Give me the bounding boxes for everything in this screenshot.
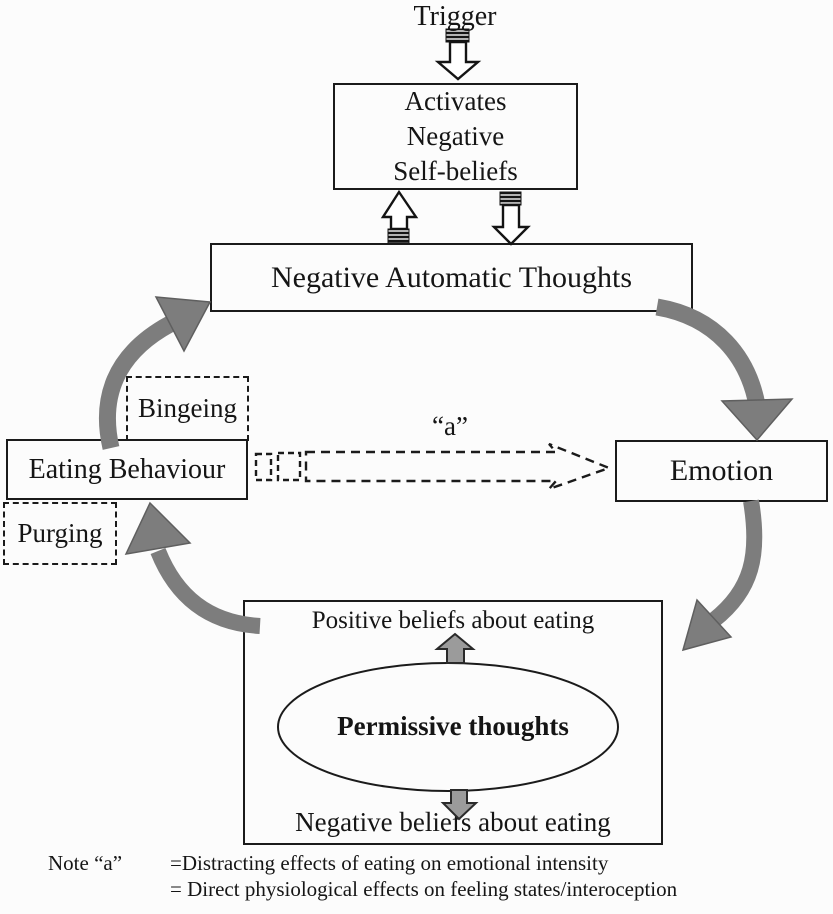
- cycle-arrow-thoughts-to-emotion-tail: [655, 298, 766, 407]
- activation-down-arrow: [491, 203, 531, 246]
- activation-down-arrow-stripe-cap: [499, 191, 522, 206]
- note-line1: =Distracting effects of eating on emotio…: [170, 851, 609, 875]
- dashed-segment-2: [276, 451, 302, 482]
- cycle-arrow-emotion-to-beliefs-head: [681, 598, 733, 652]
- cycle-arrow-emotion-to-beliefs-tail: [708, 499, 763, 627]
- cycle-arrow-eating-to-thoughts-head: [154, 296, 212, 353]
- purging-box: Purging: [3, 502, 117, 565]
- positive-beliefs-label: Positive beliefs about eating: [311, 607, 595, 634]
- note-prefix: Note “a”: [48, 851, 123, 875]
- self-beliefs-line2: Negative: [406, 121, 505, 151]
- a-annotation-label: “a”: [432, 411, 468, 441]
- negative-beliefs-label: Negative beliefs about eating: [295, 807, 611, 837]
- dashed-segment-1: [254, 452, 273, 482]
- feedback-up-arrow: [380, 189, 419, 231]
- self-beliefs-box: Activates Negative Self-beliefs: [333, 83, 578, 190]
- cycle-arrow-beliefs-to-eating-head: [124, 501, 192, 555]
- bingeing-box: Bingeing: [126, 376, 249, 441]
- purging-label: Purging: [17, 518, 103, 548]
- feedback-up-arrow-stripe-cap: [387, 228, 410, 244]
- permissive-thoughts-label: Permissive thoughts: [337, 711, 569, 741]
- note-line2: = Direct physiological effects on feelin…: [170, 877, 678, 901]
- emotion-box: Emotion: [615, 440, 828, 502]
- negative-automatic-thoughts-box: Negative Automatic Thoughts: [210, 243, 693, 312]
- eating-behaviour-box: Eating Behaviour: [6, 439, 248, 500]
- negative-automatic-thoughts-label: Negative Automatic Thoughts: [270, 260, 633, 294]
- self-beliefs-line1: Activates: [404, 86, 507, 116]
- cycle-arrow-thoughts-to-emotion-head: [720, 398, 794, 442]
- trigger-label: Trigger: [413, 1, 497, 32]
- distraction-dashed-arrow: [304, 442, 613, 492]
- trigger-down-arrow: [434, 40, 482, 81]
- emotion-label: Emotion: [669, 454, 774, 487]
- beliefs-box: Positive beliefs about eating Permissive…: [243, 600, 663, 845]
- eating-behaviour-label: Eating Behaviour: [28, 453, 226, 485]
- self-beliefs-line3: Self-beliefs: [393, 156, 518, 186]
- bingeing-label: Bingeing: [138, 393, 237, 423]
